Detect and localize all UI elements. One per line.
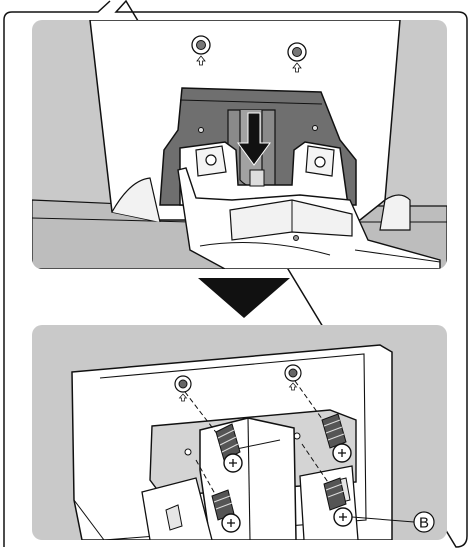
bottom-panel: B <box>32 325 447 540</box>
part-label-b: B <box>419 515 429 532</box>
step-arrow-icon <box>198 278 290 318</box>
top-panel <box>32 20 447 269</box>
